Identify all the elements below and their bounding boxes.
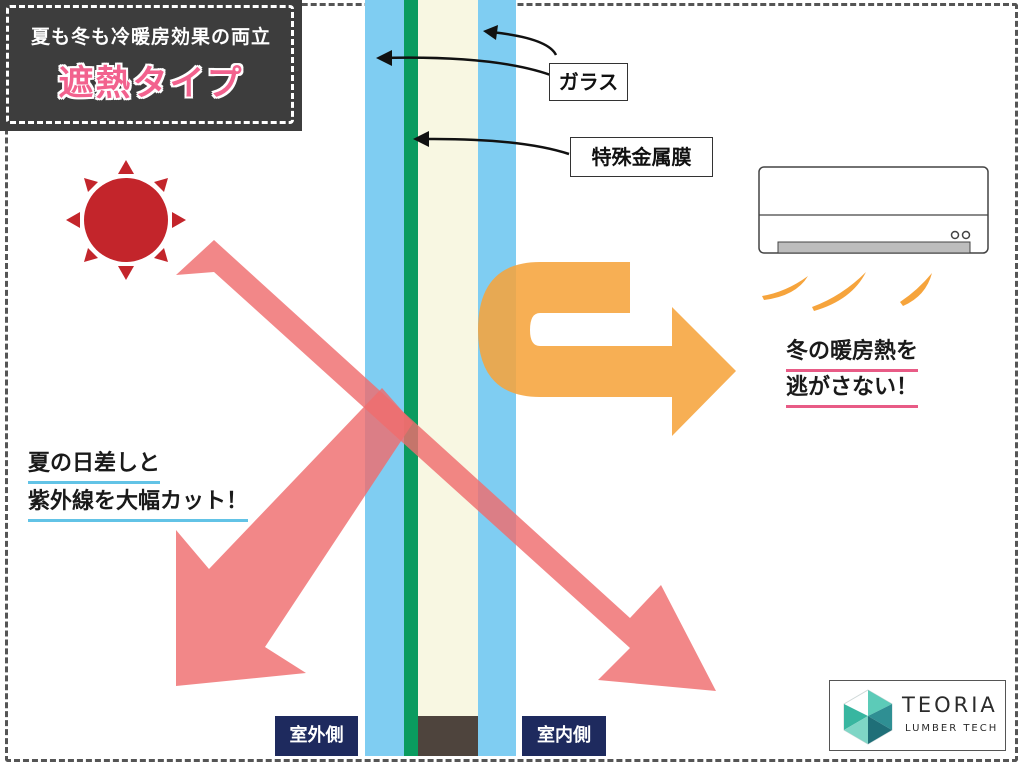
logo-wordmark: TEORIA <box>902 693 998 717</box>
title-main: 遮熱タイプ <box>58 64 244 104</box>
sunlight-transmitted-arrow <box>176 240 716 691</box>
sunlight-reflected-arrow <box>176 388 413 686</box>
air-conditioner-icon <box>758 166 989 254</box>
glass-callout: ガラス <box>549 63 628 101</box>
heat-reflection-arrow <box>478 262 736 436</box>
title-dashed-border <box>6 5 294 124</box>
metal-film-callout: 特殊金属膜 <box>570 137 713 177</box>
special-metal-film <box>404 0 418 756</box>
winter-annotation-line2: 逃がさない！ <box>786 369 919 408</box>
logo-tagline: LUMBER TECH <box>905 723 999 734</box>
warm-air-icon <box>762 272 932 311</box>
logo-mark-icon <box>843 689 893 745</box>
company-logo: TEORIA LUMBER TECH <box>829 680 1006 751</box>
winter-text-2: 逃がさない！ <box>786 369 919 408</box>
sun-icon <box>66 160 186 280</box>
title-panel: 夏も冬も冷暖房効果の両立 遮熱タイプ <box>0 0 302 131</box>
summer-annotation-line2: 紫外線を大幅カット！ <box>28 483 249 522</box>
title-subtitle: 夏も冬も冷暖房効果の両立 <box>30 26 271 48</box>
winter-text-1: 冬の暖房熱を <box>786 333 919 372</box>
outdoor-side-label: 室外側 <box>275 716 358 756</box>
glass-pointer-arrows <box>380 30 570 156</box>
summer-text-1: 夏の日差しと <box>28 445 161 484</box>
indoor-side-label: 室内側 <box>522 716 606 756</box>
spacer-frame <box>418 716 478 756</box>
pointer-arrowheads <box>376 25 498 147</box>
summer-text-2: 紫外線を大幅カット！ <box>28 483 249 522</box>
air-gap <box>418 0 478 756</box>
summer-annotation-line1: 夏の日差しと <box>28 445 161 484</box>
winter-annotation-line1: 冬の暖房熱を <box>786 333 919 372</box>
